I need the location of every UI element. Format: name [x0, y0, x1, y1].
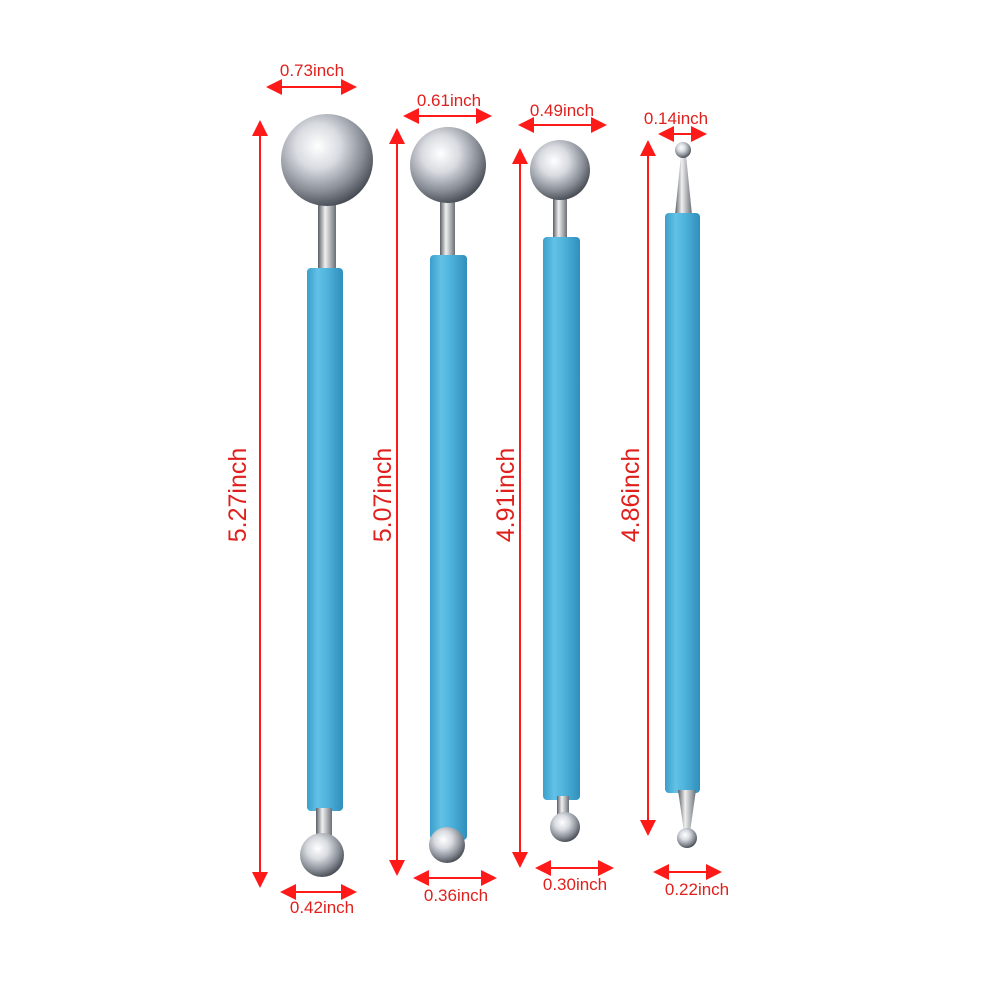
large-ball-tip — [530, 140, 590, 200]
tool-2-length: 5.07inch — [369, 448, 397, 543]
small-ball-tip — [677, 828, 697, 848]
small-ball-tip — [675, 142, 691, 158]
tool-handle — [307, 268, 343, 811]
tool-handle — [665, 213, 700, 793]
tool-1-length: 5.27inch — [224, 448, 252, 543]
tool-handle — [430, 255, 467, 840]
large-ball-tip — [410, 127, 486, 203]
tool-3-bottom-width: 0.30inch — [543, 875, 607, 894]
tool-3-top-width: 0.49inch — [530, 101, 594, 120]
dimension-arrows — [252, 79, 722, 900]
tool-2 — [410, 127, 486, 863]
small-ball-tip — [550, 812, 580, 842]
tool-2-bottom-width: 0.36inch — [424, 886, 488, 905]
tool-1-top-width: 0.73inch — [280, 61, 344, 80]
tool-1-bottom-width: 0.42inch — [290, 898, 354, 917]
small-ball-tip — [300, 833, 344, 877]
tool-4-bottom-width: 0.22inch — [665, 880, 729, 899]
tool-4-top-width: 0.14inch — [644, 109, 708, 128]
tool-3 — [530, 140, 590, 842]
large-ball-tip — [281, 114, 373, 206]
tool-1 — [281, 114, 373, 877]
tool-4 — [665, 142, 700, 848]
tool-2-top-width: 0.61inch — [417, 91, 481, 110]
tool-4-length: 4.86inch — [617, 448, 645, 543]
tool-3-length: 4.91inch — [492, 448, 520, 543]
tool-handle — [543, 237, 580, 800]
small-ball-tip — [429, 827, 465, 863]
